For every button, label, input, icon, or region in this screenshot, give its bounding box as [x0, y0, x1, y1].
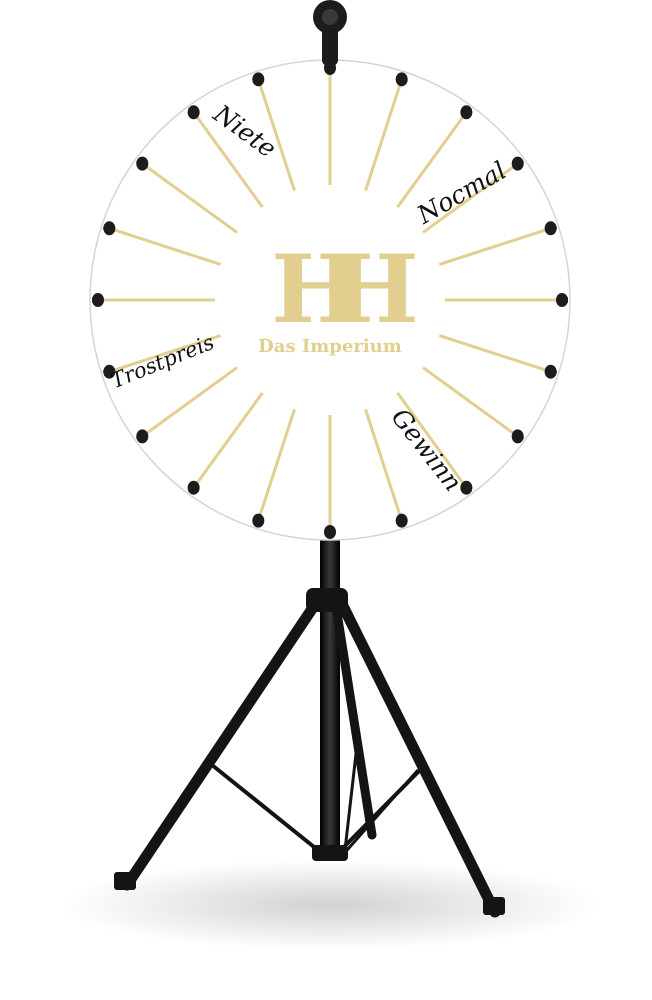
wheel-peg [252, 513, 265, 528]
wheel-peg [395, 72, 408, 87]
wheel-peg [92, 293, 104, 307]
wheel-peg [252, 72, 265, 87]
wheel-peg [544, 221, 558, 236]
wheel-peg [460, 480, 473, 495]
logo-subtitle: Das Imperium [258, 336, 402, 357]
wheel-peg [187, 480, 200, 495]
wheel-peg [135, 156, 149, 171]
wheel-peg [511, 429, 525, 444]
wheel-peg [324, 525, 336, 539]
wheel-peg [102, 221, 116, 236]
wheel-peg [556, 293, 568, 307]
wheel-peg [511, 156, 525, 171]
wheel-peg [395, 513, 408, 528]
stand-brace-back [343, 744, 359, 851]
wheel-divider [396, 113, 467, 208]
wheel-divider [364, 408, 403, 520]
wheel-divider [143, 163, 238, 234]
floor-shadow [60, 860, 600, 950]
wheel-pointer [313, 0, 347, 66]
wheel-pegs [92, 61, 568, 539]
wheel-peg [460, 105, 473, 120]
wheel-divider [422, 163, 517, 234]
prize-wheel[interactable]: Niete Nocmal Gewinn Trostpreis HH Das Im… [89, 0, 571, 541]
wheel-divider [438, 227, 550, 266]
wheel-dividers [100, 70, 560, 530]
wheel-divider [143, 366, 238, 437]
stand-leg-left [121, 594, 324, 891]
wheel-divider [422, 366, 517, 437]
wheel-peg [187, 105, 200, 120]
stand-leg-back [330, 595, 377, 840]
wheel-divider [110, 334, 222, 373]
wheel-divider [257, 408, 296, 520]
wheel-peg [135, 429, 149, 444]
stand-leg-right [334, 594, 501, 918]
stand-leg-foot-right [483, 897, 505, 915]
stand-brace-left [210, 763, 326, 857]
wheel-peg [102, 364, 116, 379]
stand-hub [312, 845, 348, 861]
wheel-peg [544, 364, 558, 379]
stand-brace-right-2 [338, 769, 420, 859]
wheel-divider [257, 80, 296, 192]
stand-leg-foot-left [114, 872, 136, 890]
stand-pole [320, 538, 340, 860]
tripod-stand [114, 538, 505, 918]
wheel-divider [193, 392, 264, 487]
wheel-divider [396, 392, 467, 487]
wheel-divider [438, 334, 550, 373]
stand-clamp [306, 588, 348, 612]
wheel-divider [193, 113, 264, 208]
wheel-divider [110, 227, 222, 266]
wheel-divider [364, 80, 403, 192]
